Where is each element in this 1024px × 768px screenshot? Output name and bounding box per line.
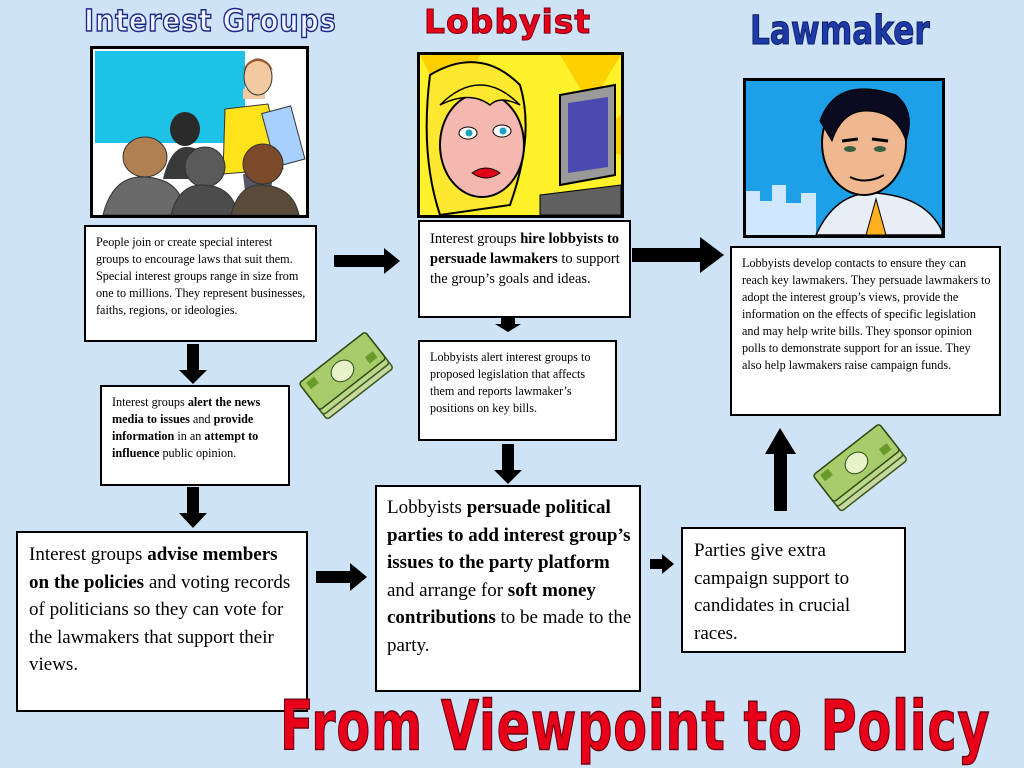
text-run: to support the group’s goals and ideas. xyxy=(430,251,620,287)
box-alert-legislation: Lobbyists alert interest groups to propo… xyxy=(418,340,617,441)
money-stack-icon xyxy=(299,332,393,420)
money-stack-icon xyxy=(813,424,907,512)
bold-text-run: provide information xyxy=(112,412,254,443)
woman-at-computer-illustration xyxy=(417,52,624,218)
text-run: Lobbyists alert interest groups to propo… xyxy=(430,350,591,415)
heading-lobbyist: Lobbyist xyxy=(423,2,592,42)
arrow-icon xyxy=(334,248,400,274)
text-run: Interest groups xyxy=(430,231,521,247)
text-run: Parties give extra campaign support to c… xyxy=(694,540,851,644)
arrow-icon xyxy=(765,428,796,511)
bold-text-run: alert the news media to issues xyxy=(112,395,261,426)
bold-text-run: hire lobbyists to persuade lawmakers xyxy=(430,231,620,267)
box-persuade-parties: Lobbyists persuade political parties to … xyxy=(375,485,641,692)
box-advise-members: Interest groups advise members on the po… xyxy=(16,531,308,712)
box-alert-media: Interest groups alert the news media to … xyxy=(100,385,290,486)
arrow-icon xyxy=(495,318,521,332)
box-hire-lobbyists: Interest groups hire lobbyists to persua… xyxy=(418,220,631,318)
text-run: Interest groups xyxy=(29,544,148,565)
bold-text-run: attempt to influence xyxy=(112,429,259,460)
bold-text-run: persuade political parties to add intere… xyxy=(387,497,631,573)
text-run: and voting records of politicians so the… xyxy=(29,571,291,676)
arrow-icon xyxy=(316,563,367,591)
box-people-join: People join or create special interest g… xyxy=(84,225,317,342)
arrow-icon xyxy=(179,487,207,528)
man-portrait-illustration xyxy=(743,78,945,238)
arrow-icon xyxy=(650,554,674,574)
classroom-illustration xyxy=(90,46,309,218)
text-run: in an xyxy=(174,429,205,443)
text-run: to be made to the party. xyxy=(387,607,632,656)
text-run: Interest groups xyxy=(112,395,188,409)
bold-text-run: soft money contributions xyxy=(387,579,596,629)
bold-text-run: advise members on the policies xyxy=(29,544,278,593)
text-run: Lobbyists develop contacts to ensure the… xyxy=(742,256,991,372)
text-run: People join or create special interest g… xyxy=(96,235,306,317)
heading-lawmaker: Lawmaker xyxy=(750,8,931,55)
text-run: public opinion. xyxy=(159,446,237,460)
text-run: Lobbyists xyxy=(387,497,467,518)
slide-title: From Viewpoint to Policy xyxy=(280,685,991,767)
text-run: and xyxy=(189,412,214,426)
text-run: and arrange for xyxy=(387,579,508,601)
arrow-icon xyxy=(179,344,207,384)
heading-interest-groups: Interest Groups xyxy=(83,3,337,40)
arrow-icon xyxy=(494,444,522,484)
box-parties-support: Parties give extra campaign support to c… xyxy=(681,527,906,653)
arrow-icon xyxy=(632,237,724,273)
box-develop-contacts: Lobbyists develop contacts to ensure the… xyxy=(730,246,1001,416)
